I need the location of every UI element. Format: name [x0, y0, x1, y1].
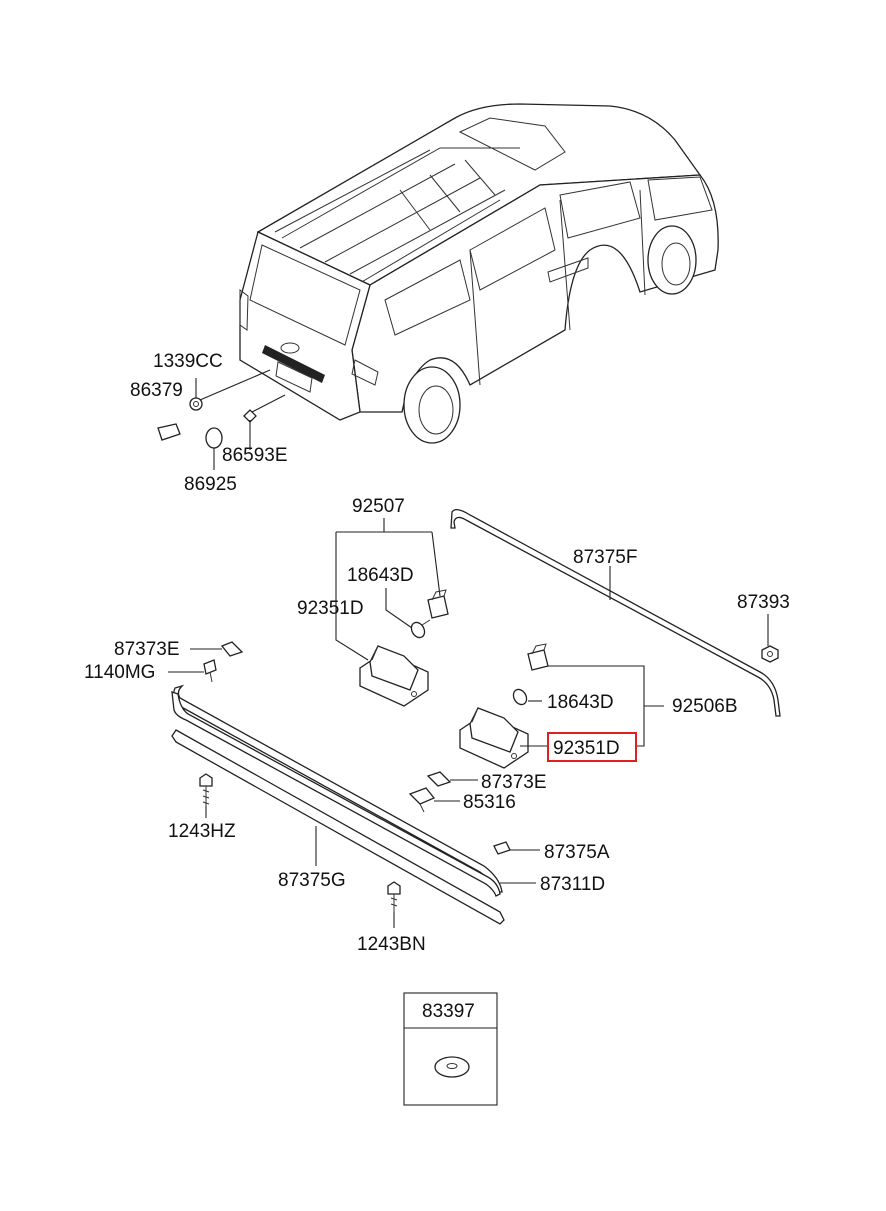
- nut-icon: [761, 645, 779, 663]
- washer-icon: [434, 1056, 470, 1078]
- label-86379: 86379: [130, 380, 183, 401]
- van-illustration: [239, 103, 719, 444]
- garnish-strip-icon: [171, 684, 503, 897]
- label-87373E-right: 87373E: [481, 772, 547, 793]
- label-87311D: 87311D: [540, 874, 605, 895]
- label-86925: 86925: [184, 474, 237, 495]
- bulb-icon: [410, 619, 431, 639]
- clip-icon: [408, 787, 436, 813]
- highlight-92351D: [547, 732, 637, 762]
- screw-icon: [387, 881, 401, 912]
- label-92507: 92507: [352, 496, 405, 517]
- label-18643D-right: 18643D: [547, 692, 614, 713]
- label-83397: 83397: [422, 1001, 475, 1022]
- license-lamp-icon: [359, 645, 429, 707]
- cap-icon: [157, 423, 181, 441]
- label-87375G: 87375G: [278, 870, 346, 891]
- bulb-icon: [512, 688, 528, 706]
- label-1243BN: 1243BN: [357, 934, 426, 955]
- clip-icon: [220, 641, 244, 657]
- garnish-strip-icon: [171, 729, 505, 925]
- nut-icon: [189, 397, 203, 411]
- screw-icon: [243, 409, 257, 423]
- label-86593E: 86593E: [222, 445, 288, 466]
- license-lamp-icon: [459, 707, 529, 769]
- socket-icon: [427, 589, 449, 619]
- screw-icon: [203, 659, 217, 683]
- label-18643D-left: 18643D: [347, 565, 414, 586]
- label-92351D-left: 92351D: [297, 598, 364, 619]
- screw-icon: [199, 773, 213, 806]
- socket-icon: [527, 643, 549, 671]
- label-85316: 85316: [463, 792, 516, 813]
- label-92351D-right: 92351D: [553, 738, 620, 759]
- label-1140MG: 1140MG: [84, 662, 155, 683]
- clip-icon: [426, 771, 452, 787]
- plug-icon: [205, 427, 223, 449]
- label-92506B: 92506B: [672, 696, 738, 717]
- garnish-strip-icon: [450, 508, 781, 717]
- label-87375A: 87375A: [544, 842, 610, 863]
- label-1339CC: 1339CC: [153, 351, 223, 372]
- part-box-83397: 83397: [403, 992, 498, 1106]
- label-1243HZ: 1243HZ: [168, 821, 236, 842]
- label-87393: 87393: [737, 592, 790, 613]
- label-87375F: 87375F: [573, 547, 637, 568]
- clip-icon: [493, 841, 511, 855]
- label-87373E-left: 87373E: [114, 639, 180, 660]
